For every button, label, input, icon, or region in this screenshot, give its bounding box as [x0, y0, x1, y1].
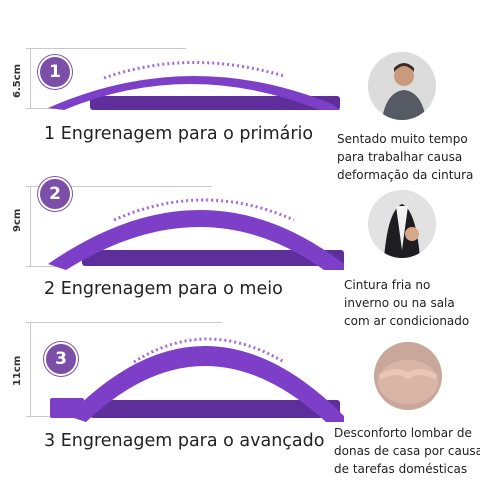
height-label: 9cm	[12, 208, 23, 232]
back-stretcher-image	[50, 337, 344, 422]
dimension-tick-bottom	[26, 416, 56, 417]
stretcher-base	[82, 250, 344, 266]
caption-line: para trabalhar causa	[337, 150, 463, 164]
dimension-tick-top	[26, 186, 212, 187]
caption-line: deformação da cintura	[337, 168, 474, 182]
hands-on-lower-back-photo	[374, 342, 442, 410]
dimension-line	[30, 322, 31, 416]
caption-line: inverno ou na sala	[344, 296, 455, 310]
back-stretcher-image	[48, 61, 340, 110]
level-badge: 2	[38, 177, 72, 211]
dimension-tick-bottom	[26, 266, 56, 267]
dimension-tick-bottom	[26, 108, 56, 109]
caption-line: donas de casa por causa	[334, 444, 480, 458]
height-label: 11cm	[12, 355, 23, 386]
dimension-line	[30, 186, 31, 266]
level-title: 3 Engrenagem para o avançado	[44, 431, 325, 451]
stretcher-base	[90, 96, 340, 110]
caption: Desconforto lombar de donas de casa por …	[334, 424, 480, 478]
caption-line: Desconforto lombar de	[334, 426, 472, 440]
caption-line: Sentado muito tempo	[337, 132, 468, 146]
woman-office-photo	[368, 52, 436, 120]
dimension-tick-top	[26, 48, 186, 49]
level-badge: 3	[44, 342, 78, 376]
stretcher-arch	[48, 210, 344, 270]
caption-line: de tarefas domésticas	[334, 462, 468, 476]
level-title: 1 Engrenagem para o primário	[44, 124, 314, 144]
caption-line: Cintura fria no	[344, 278, 431, 292]
stretcher-nubs	[103, 61, 285, 80]
level-badge: 1	[38, 55, 72, 89]
stretcher-arch	[48, 75, 340, 110]
woman-back-pain-photo	[368, 190, 436, 258]
level-title: 2 Engrenagem para o meio	[44, 279, 283, 299]
back-stretcher-image	[48, 198, 344, 270]
height-label: 6.5cm	[12, 63, 23, 98]
dimension-tick-top	[26, 322, 222, 323]
stretcher-base	[90, 400, 340, 418]
dimension-line	[30, 48, 31, 108]
caption: Cintura fria no inverno ou na sala com a…	[344, 276, 469, 330]
stretcher-arch	[68, 346, 344, 422]
caption: Sentado muito tempo para trabalhar causa…	[337, 130, 473, 184]
caption-line: com ar condicionado	[344, 314, 470, 328]
